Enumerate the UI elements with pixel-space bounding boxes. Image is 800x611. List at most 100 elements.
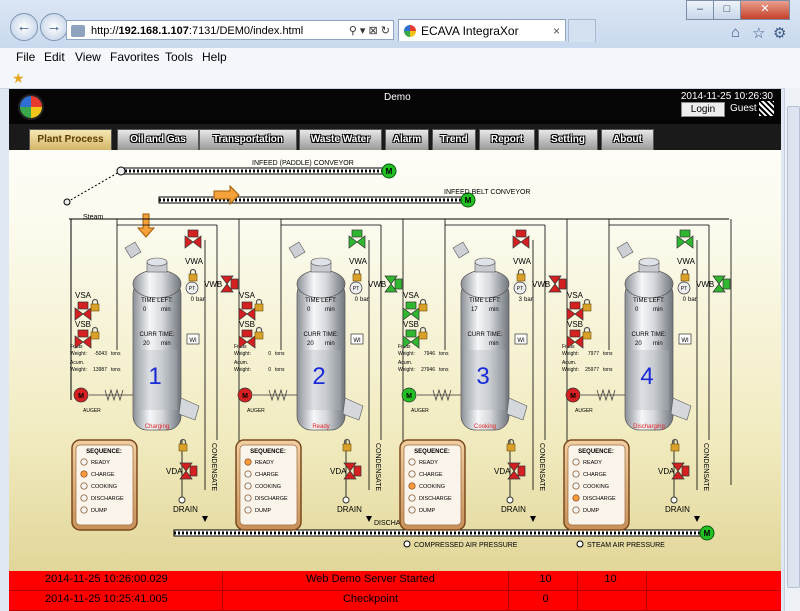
- time-left-unit: min: [653, 307, 663, 313]
- vsb-valve-icon[interactable]: [74, 329, 92, 349]
- tab-about[interactable]: About: [601, 129, 654, 150]
- home-icon[interactable]: ⌂: [731, 24, 741, 41]
- address-tools-icons[interactable]: ⚲ ▾ ⊠ ↻: [348, 25, 390, 37]
- menu-help[interactable]: Help: [202, 50, 227, 64]
- tab-setting[interactable]: Setting: [538, 129, 598, 150]
- forward-button[interactable]: →: [40, 13, 68, 41]
- menu-tools[interactable]: Tools: [165, 50, 194, 64]
- tab-transportation[interactable]: Transportation: [199, 129, 297, 150]
- sequence-step-charge: CHARGE: [91, 472, 115, 478]
- minimize-button[interactable]: –: [686, 0, 714, 20]
- auger-motor-icon[interactable]: [73, 387, 89, 403]
- settings-icon[interactable]: ⚙: [773, 25, 787, 42]
- pressure-unit: bar: [196, 297, 205, 303]
- menu-favorites[interactable]: Favorites: [110, 50, 160, 64]
- charge-door-icon: [124, 241, 142, 259]
- vwb-valve-icon[interactable]: [384, 275, 403, 293]
- tab-oil-and-gas[interactable]: Oil and Gas: [117, 129, 199, 150]
- qr-code-icon[interactable]: [759, 101, 774, 116]
- infeed-paddle-motor-icon[interactable]: [381, 163, 397, 179]
- auger-motor-icon[interactable]: [401, 387, 417, 403]
- browser-tab-active[interactable]: ECAVA IntegraXor ×: [398, 19, 566, 41]
- vwa-valve-icon[interactable]: [512, 229, 530, 249]
- add-favorite-icon[interactable]: ★: [12, 70, 25, 86]
- menu-file[interactable]: File: [16, 50, 36, 64]
- vwa-valve-icon[interactable]: [676, 229, 694, 249]
- close-window-button[interactable]: ✕: [740, 0, 790, 20]
- log-value2: 10: [604, 573, 617, 585]
- tab-alarm[interactable]: Alarm: [385, 129, 429, 150]
- hmi-page: Demo 2014-11-25 10:26:30 Login Guest Pla…: [9, 89, 781, 611]
- discharging-motor-icon[interactable]: [699, 525, 715, 541]
- vwa-valve-icon[interactable]: [348, 229, 366, 249]
- vda-valve-icon[interactable]: [671, 462, 690, 480]
- flow-arrow-icon: [366, 516, 372, 522]
- auger-motor-icon[interactable]: [237, 387, 253, 403]
- login-button[interactable]: Login: [681, 102, 725, 117]
- pressure-gauge-icon: [677, 281, 691, 295]
- vsb-valve-icon[interactable]: [238, 329, 256, 349]
- url-path: :7131/DEM0/index.html: [188, 25, 304, 37]
- padlock-icon: [178, 443, 188, 452]
- pressure-value: 0: [355, 297, 359, 303]
- auger-motor-label: M: [78, 393, 84, 400]
- auger-label: AUGER: [575, 408, 593, 414]
- sequence-step-indicator-icon: [408, 482, 416, 490]
- sequence-step-cooking: COOKING: [91, 484, 117, 490]
- log-column-divider: [222, 591, 223, 610]
- address-bar[interactable]: http://192.168.1.107:7131/DEM0/index.htm…: [66, 20, 394, 40]
- tab-trend[interactable]: Trend: [432, 129, 476, 150]
- sequence-step-indicator-icon: [408, 494, 416, 502]
- weight-indicator-icon: [678, 333, 692, 345]
- tab-close-icon[interactable]: ×: [552, 24, 560, 38]
- sequence-step-indicator-icon: [572, 506, 580, 514]
- fruits-weight-value: 0: [268, 351, 271, 357]
- new-tab-button[interactable]: [568, 19, 596, 42]
- favorites-icon[interactable]: ☆: [752, 25, 766, 42]
- back-button[interactable]: ←: [10, 13, 38, 41]
- maximize-button[interactable]: □: [713, 0, 741, 20]
- auger-motor-icon[interactable]: [565, 387, 581, 403]
- vsa-valve-icon[interactable]: [402, 301, 420, 321]
- infeed-belt-conveyor: [158, 196, 465, 204]
- tab-plant-process[interactable]: Plant Process: [29, 129, 112, 150]
- discharging-conveyor: [173, 529, 703, 537]
- vsb-valve-icon[interactable]: [566, 329, 584, 349]
- vwb-valve-icon[interactable]: [712, 275, 731, 293]
- vwb-valve-icon[interactable]: [548, 275, 567, 293]
- menu-edit[interactable]: Edit: [44, 50, 65, 64]
- vsa-valve-icon[interactable]: [566, 301, 584, 321]
- tab-waste-water[interactable]: Waste Water: [299, 129, 382, 150]
- time-left-label: TIME LEFT:: [305, 298, 337, 304]
- vwa-valve-icon[interactable]: [184, 229, 202, 249]
- vertical-scrollbar[interactable]: [784, 88, 800, 611]
- vsa-valve-icon[interactable]: [238, 301, 256, 321]
- sequence-step-indicator-icon: [80, 506, 88, 514]
- vda-valve-icon[interactable]: [507, 462, 526, 480]
- menu-view[interactable]: View: [75, 50, 101, 64]
- discharge-door-icon: [178, 397, 200, 421]
- auger-label: AUGER: [411, 408, 429, 414]
- tab-report[interactable]: Report: [479, 129, 535, 150]
- discharge-door-icon: [342, 397, 364, 421]
- curr-time-unit: min: [161, 341, 171, 347]
- auger-motor-label: M: [406, 393, 412, 400]
- vwb-valve-icon[interactable]: [220, 275, 239, 293]
- auger-screw-icon: [596, 388, 616, 402]
- sequence-step-dump: DUMP: [255, 508, 272, 514]
- vsa-valve-icon[interactable]: [74, 301, 92, 321]
- vda-valve-icon[interactable]: [343, 462, 362, 480]
- scrollbar-thumb[interactable]: [787, 106, 800, 588]
- curr-time-value: 20: [307, 341, 314, 347]
- vwb-label: VWB: [532, 280, 550, 289]
- vsb-label: VSB: [567, 320, 583, 329]
- vsb-valve-icon[interactable]: [402, 329, 420, 349]
- padlock-icon: [516, 273, 526, 282]
- acum-weight-value: 25977: [585, 367, 599, 373]
- vda-valve-icon[interactable]: [179, 462, 198, 480]
- sequence-step-indicator-icon: [80, 458, 88, 466]
- fruits-weight-value: 7946: [424, 351, 435, 357]
- infeed-belt-motor-icon[interactable]: [460, 192, 476, 208]
